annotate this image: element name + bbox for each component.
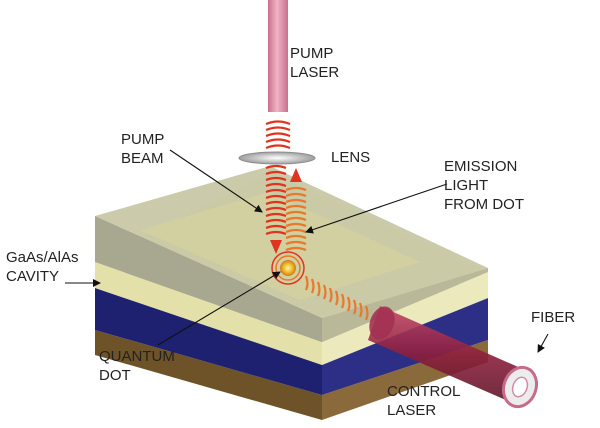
quantum-dot-leader xyxy=(157,271,281,346)
emission-leader xyxy=(305,183,448,234)
pump-beam-leader xyxy=(169,149,263,213)
quantum-dot xyxy=(271,251,305,285)
lens-disc xyxy=(238,151,316,165)
fiber xyxy=(368,306,539,409)
emission-light xyxy=(285,186,307,252)
emission-arrowhead xyxy=(290,168,302,182)
pump-beam-arrowhead xyxy=(270,240,282,254)
lens-label: LENS xyxy=(331,149,371,166)
pump-beam xyxy=(265,120,291,236)
control-beam xyxy=(304,275,369,321)
pump-laser-tube xyxy=(268,0,288,112)
fiber-leader xyxy=(537,333,549,353)
fiber-label: FIBER xyxy=(531,309,576,326)
